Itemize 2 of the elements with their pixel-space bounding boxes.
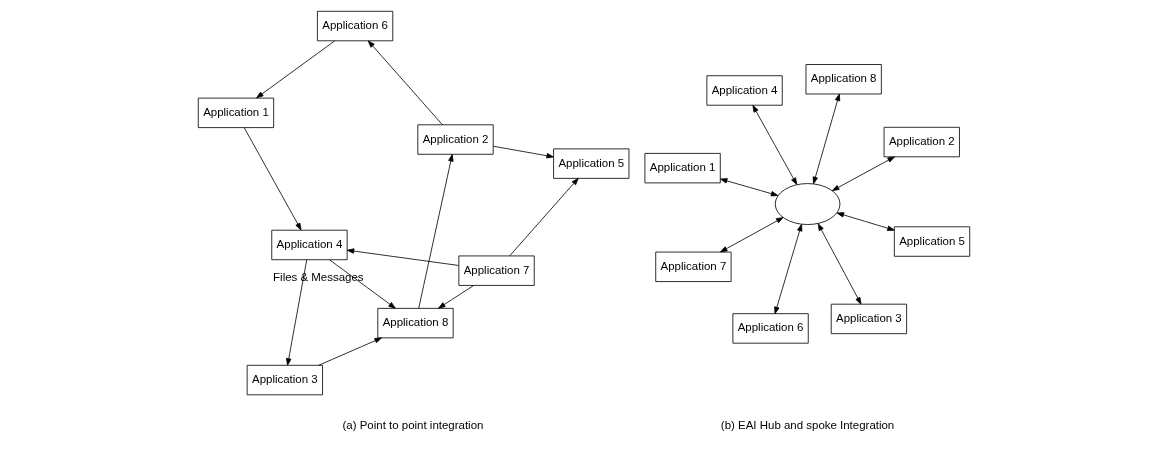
label: (b) EAI Hub and spoke Integration <box>720 418 894 431</box>
label: (a) Point to point integration <box>342 418 483 431</box>
